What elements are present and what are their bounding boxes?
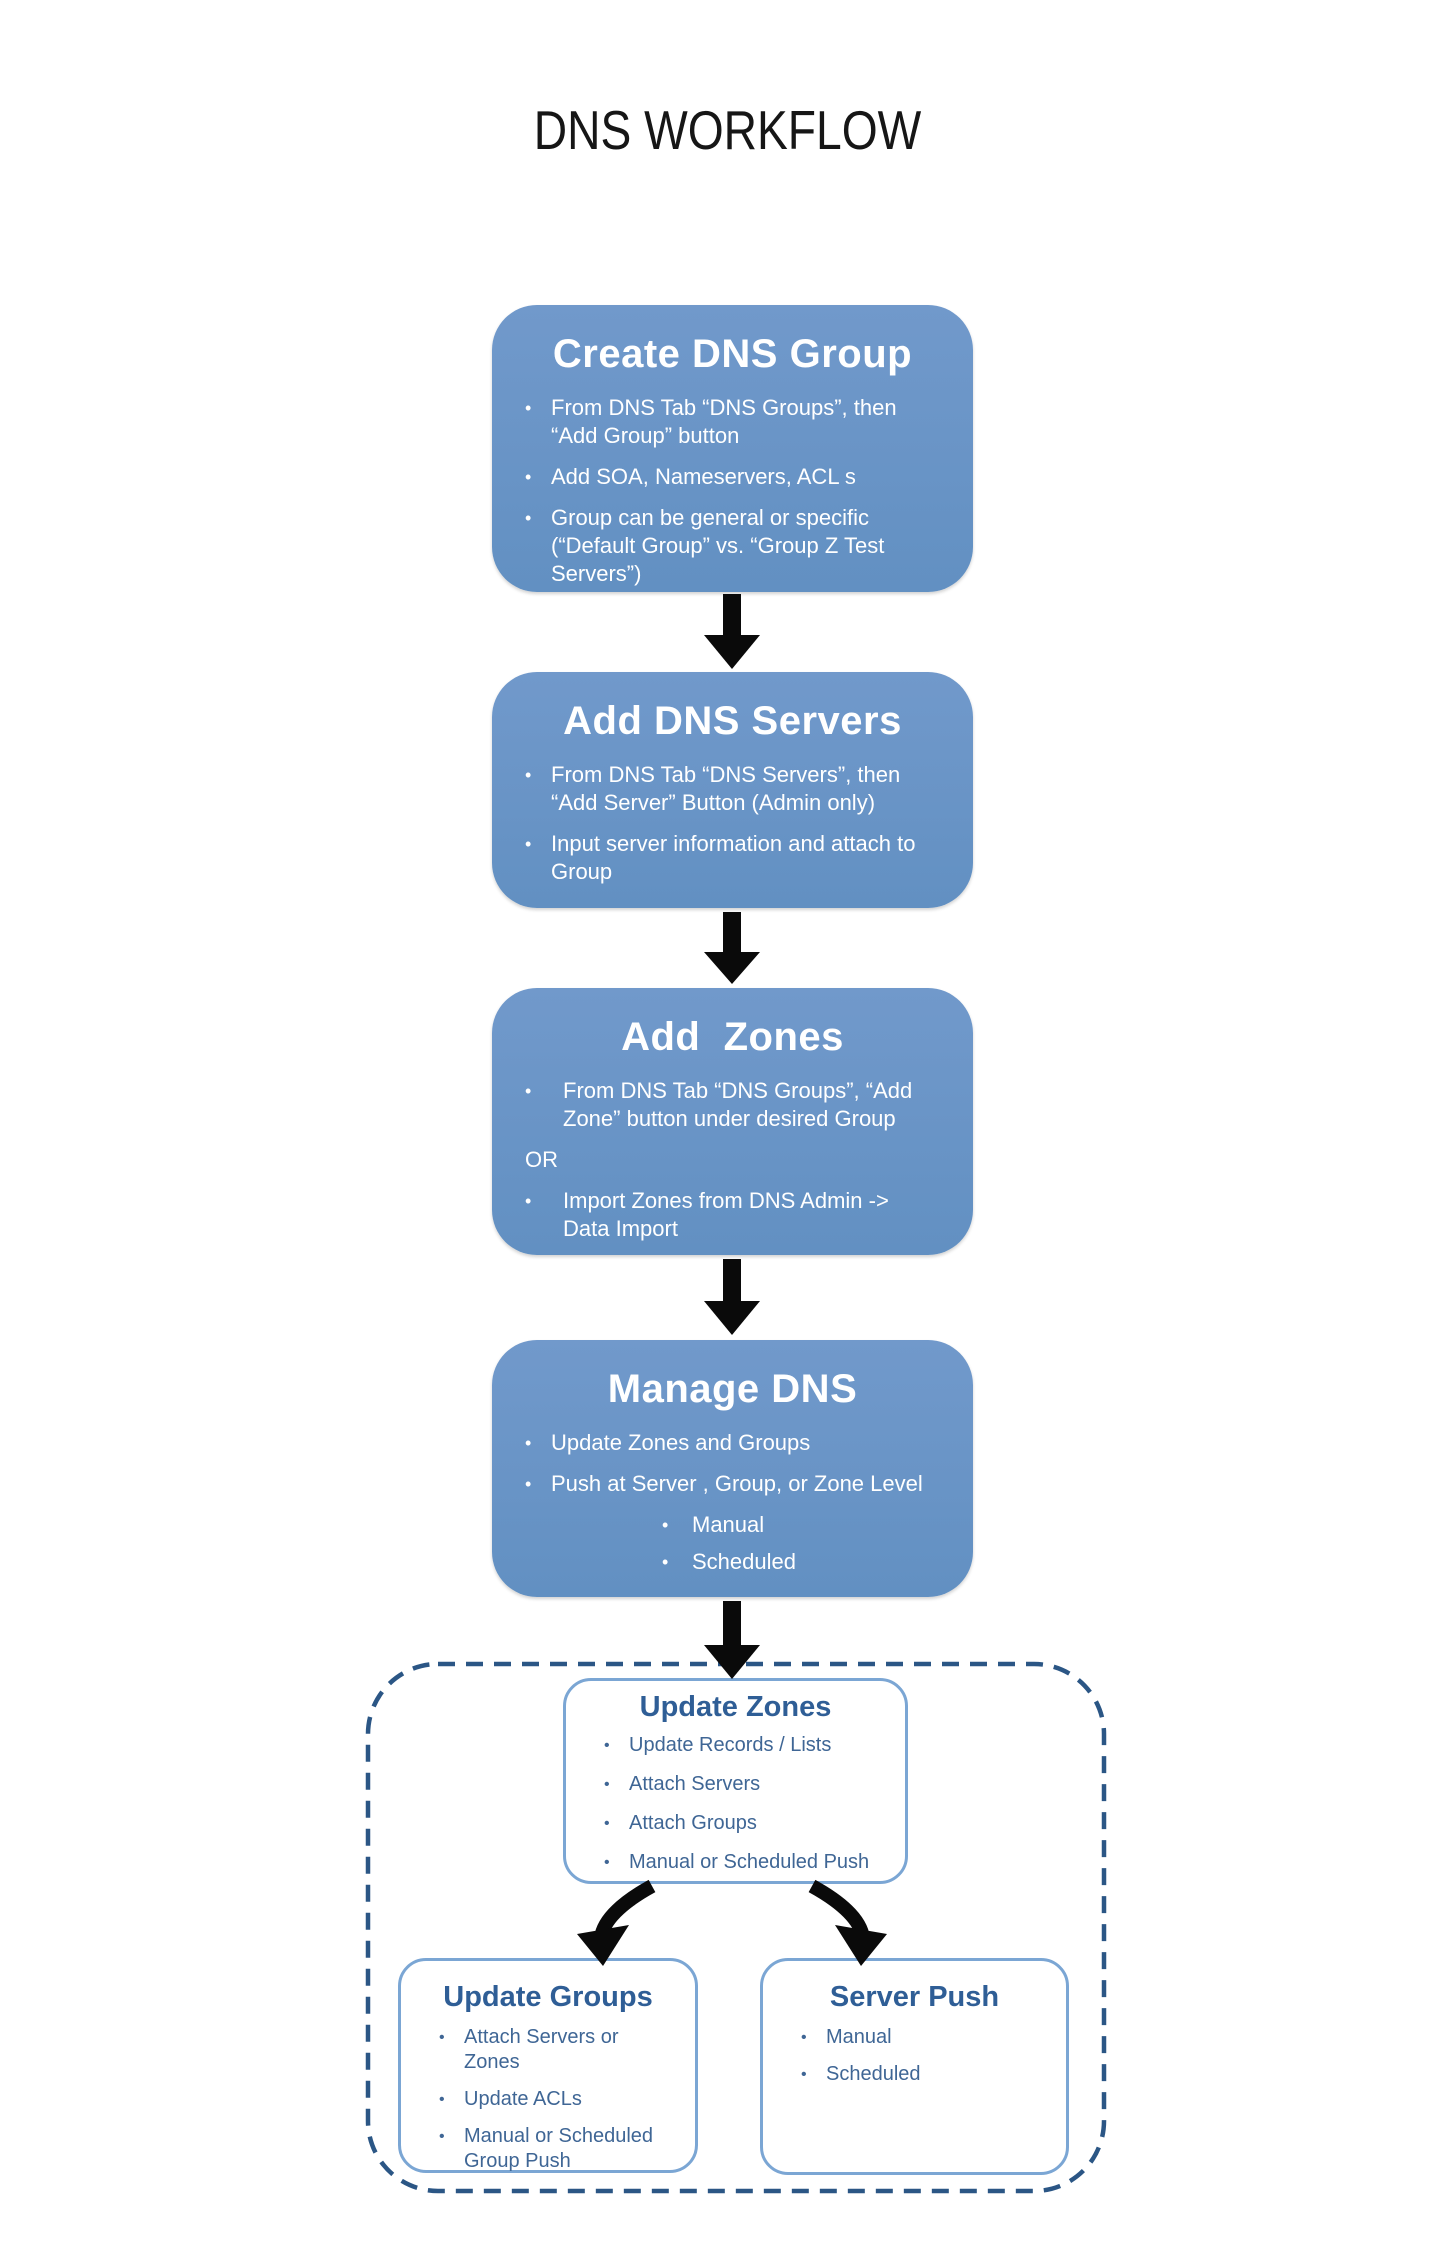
- bullet-text: Manual or Scheduled Group Push: [464, 2125, 654, 2172]
- box-heading: Add Zones: [621, 1015, 844, 1059]
- bullet-item: Manual or Scheduled Group Push: [439, 2124, 665, 2174]
- bullet-item: Group can be general or specific (“Defau…: [525, 504, 933, 588]
- bullet-text: From DNS Tab “DNS Groups”, then “Add Gro…: [551, 395, 897, 448]
- bullet-item: Update Zones and Groups: [525, 1429, 933, 1457]
- flow-arrow-3: [704, 1259, 760, 1335]
- box-body: Update Records / Lists Attach Servers At…: [566, 1733, 905, 1875]
- bullet-item: Input server information and attach to G…: [525, 830, 933, 886]
- arrow-head: [704, 1645, 760, 1679]
- bullet-item: Manual: [801, 2025, 1050, 2050]
- box-body: Update Zones and Groups Push at Server ,…: [492, 1429, 973, 1576]
- box-body: From DNS Tab “DNS Groups”, then “Add Gro…: [492, 394, 973, 588]
- sub-bullet-list: Manual Scheduled: [525, 1511, 933, 1576]
- bullet-item: Update ACLs: [439, 2087, 665, 2112]
- diagram-title: DNS WORKFLOW: [533, 99, 922, 161]
- bullet-text: Attach Servers or Zones: [464, 2026, 619, 2073]
- box-heading: Server Push: [829, 1981, 1000, 2013]
- arrow-head: [704, 635, 760, 669]
- bullet-item: Add SOA, Nameservers, ACL s: [525, 463, 933, 491]
- bullet-item: Scheduled: [662, 1548, 796, 1576]
- box-heading: Update Groups: [443, 1981, 653, 2013]
- bullet-text: Manual: [826, 2026, 892, 2048]
- box-heading: Manage DNS: [607, 1367, 858, 1411]
- bullet-item: From DNS Tab “DNS Groups”, then “Add Gro…: [525, 394, 933, 450]
- bullet-text: Push at Server , Group, or Zone Level: [551, 1471, 923, 1496]
- bullet-text: From DNS Tab “DNS Groups”, “Add Zone” bu…: [563, 1078, 913, 1131]
- flow-box-manage-dns: Manage DNS Update Zones and Groups Push …: [492, 1340, 973, 1597]
- bullet-text: Scheduled: [826, 2063, 921, 2085]
- box-heading: Update Zones: [639, 1691, 832, 1723]
- arrow-shaft: [723, 594, 741, 637]
- bullet-item: Scheduled: [801, 2062, 1050, 2087]
- arrow-shaft: [723, 1259, 741, 1302]
- flow-arrow-2: [704, 912, 760, 984]
- box-heading: Add DNS Servers: [563, 699, 902, 743]
- bullet-text: Import Zones from DNS Admin -> Data Impo…: [563, 1188, 889, 1241]
- curved-arrow-right: [808, 1879, 887, 1966]
- bullet-item: Push at Server , Group, or Zone Level: [525, 1470, 933, 1498]
- box-body: From DNS Tab “DNS Groups”, “Add Zone” bu…: [492, 1077, 973, 1243]
- detail-box-update-zones: Update Zones Update Records / Lists Atta…: [563, 1678, 908, 1884]
- bullet-text: Update ACLs: [464, 2088, 582, 2110]
- bullet-text: Input server information and attach to G…: [551, 831, 916, 884]
- bullet-text: Attach Groups: [629, 1812, 757, 1834]
- bullet-text: Update Zones and Groups: [551, 1430, 811, 1455]
- bullet-item: Attach Servers: [604, 1772, 889, 1797]
- bullet-text: Attach Servers: [629, 1773, 761, 1795]
- box-body: Attach Servers or Zones Update ACLs Manu…: [401, 2025, 695, 2174]
- bullet-item: From DNS Tab “DNS Servers”, then “Add Se…: [525, 761, 933, 817]
- arrow-shaft: [723, 912, 741, 954]
- box-heading: Create DNS Group: [552, 332, 913, 376]
- box-body: From DNS Tab “DNS Servers”, then “Add Se…: [492, 761, 973, 886]
- bullet-text: From DNS Tab “DNS Servers”, then “Add Se…: [551, 762, 901, 815]
- or-text: OR: [525, 1147, 558, 1172]
- arrow-shaft: [594, 1879, 656, 1940]
- bullet-item: Update Records / Lists: [604, 1733, 889, 1758]
- bullet-text: Manual: [692, 1512, 765, 1537]
- bullet-text: Add SOA, Nameservers, ACL s: [551, 464, 856, 489]
- bullet-text: Scheduled: [692, 1549, 796, 1574]
- bullet-item: Manual: [662, 1511, 796, 1539]
- arrow-head: [704, 952, 760, 984]
- flow-arrow-4: [704, 1601, 760, 1679]
- flow-arrow-1: [704, 594, 760, 669]
- detail-box-server-push: Server Push Manual Scheduled: [760, 1958, 1069, 2175]
- flow-box-add-dns-servers: Add DNS Servers From DNS Tab “DNS Server…: [492, 672, 973, 908]
- bullet-item: Attach Groups: [604, 1811, 889, 1836]
- detail-box-update-groups: Update Groups Attach Servers or Zones Up…: [398, 1958, 698, 2173]
- bullet-item: From DNS Tab “DNS Groups”, “Add Zone” bu…: [525, 1077, 933, 1133]
- flow-box-create-dns-group: Create DNS Group From DNS Tab “DNS Group…: [492, 305, 973, 592]
- curved-arrow-left: [577, 1879, 656, 1966]
- bullet-item: Attach Servers or Zones: [439, 2025, 665, 2075]
- flow-box-add-zones: Add Zones From DNS Tab “DNS Groups”, “Ad…: [492, 988, 973, 1255]
- bullet-item: Import Zones from DNS Admin -> Data Impo…: [525, 1187, 933, 1243]
- arrow-shaft: [808, 1879, 870, 1940]
- bullet-text: Update Records / Lists: [629, 1734, 832, 1756]
- arrow-head: [704, 1301, 760, 1335]
- arrow-shaft: [723, 1601, 741, 1646]
- box-body: Manual Scheduled: [763, 2025, 1066, 2087]
- or-label: OR: [525, 1146, 933, 1174]
- bullet-item: Manual or Scheduled Push: [604, 1850, 889, 1875]
- bullet-text: Group can be general or specific (“Defau…: [551, 505, 885, 586]
- bullet-text: Manual or Scheduled Push: [629, 1851, 870, 1873]
